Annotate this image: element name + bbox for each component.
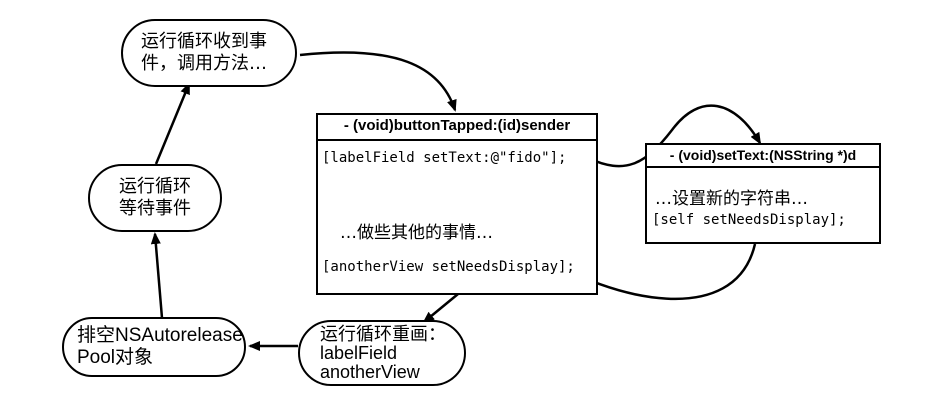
method-set-text-header: - (void)setText:(NSString *)d [647,145,879,168]
node-redraw-line3: anotherView [320,361,420,382]
button-tapped-line-other: …做些其他的事情… [340,223,493,243]
arrow-receive-to-button [299,51,457,112]
node-receive-event-line2: 件，调用方法… [141,53,267,74]
node-wait-event: 运行循环 等待事件 [88,164,222,232]
arrow-wait-to-receive [154,82,191,165]
arrow-button-to-redraw [422,293,459,324]
set-text-line-needsdisplay: [self setNeedsDisplay]; [652,212,846,228]
button-tapped-line-settext: [labelField setText:@"fido"]; [322,150,567,166]
node-receive-event: 运行循环收到事 件，调用方法… [121,19,297,87]
arrow-settext-call [587,104,762,168]
method-button-tapped-header: - (void)buttonTapped:(id)sender [318,115,596,141]
method-button-tapped: - (void)buttonTapped:(id)sender [316,113,598,295]
node-wait-event-line1: 运行循环 [119,176,191,197]
node-drain-pool-line2: Pool对象 [77,347,154,368]
arrow-drain-to-wait [150,232,164,319]
set-text-line-set-string: …设置新的字符串… [655,189,808,209]
button-tapped-line-needsdisplay: [anotherView setNeedsDisplay]; [322,259,575,275]
node-receive-event-line1: 运行循环收到事 [141,31,267,52]
node-redraw-line1: 运行循环重画： [320,323,446,345]
method-set-text: - (void)setText:(NSString *)d [645,143,881,244]
node-drain-pool-line1: 排空NSAutorelease [77,325,243,346]
node-wait-event-line2: 等待事件 [119,198,191,219]
node-redraw-line2: labelField [320,342,398,363]
node-redraw: 运行循环重画： labelField anotherView [298,320,466,386]
node-drain-pool: 排空NSAutorelease Pool对象 [62,317,246,377]
